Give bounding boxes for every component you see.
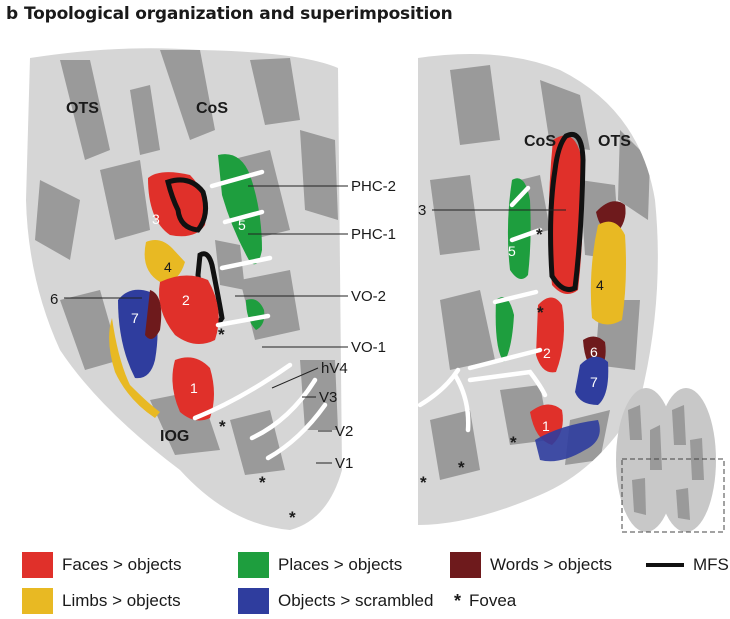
- left-faces-region-1: [172, 357, 214, 421]
- legend-item-places: Places > objects: [238, 552, 402, 578]
- right-area-boundaries: [417, 185, 548, 433]
- label-phc2: PHC-2: [351, 178, 396, 195]
- right-places-region-5b: [495, 297, 514, 362]
- legend-label-limbs: Limbs > objects: [62, 591, 181, 610]
- left-limbs-region-4b: [109, 318, 160, 418]
- right-fovea-marker: *: [420, 473, 427, 492]
- left-fovea-marker: *: [218, 325, 225, 344]
- right-hemisphere: [417, 54, 658, 525]
- objects-swatch: [238, 588, 269, 614]
- right-cos-label: CoS: [524, 133, 556, 150]
- legend-label-mfs: MFS: [693, 555, 729, 574]
- inset-brain-thumbnail: [616, 388, 725, 533]
- mfs-line-swatch: [646, 563, 684, 567]
- legend-label-objects: Objects > scrambled: [278, 591, 434, 610]
- right-cortex-surface: [418, 54, 658, 525]
- left-faces-region-2: [159, 275, 219, 344]
- legend-item-limbs: Limbs > objects: [22, 588, 181, 614]
- legend: Faces > objects Places > objects Words >…: [22, 546, 729, 616]
- label-v3: V3: [319, 389, 337, 406]
- left-cos-label: CoS: [196, 100, 228, 117]
- right-places-region-5: [507, 178, 531, 279]
- words-swatch: [450, 552, 481, 578]
- left-region-2-number: 2: [182, 292, 190, 308]
- left-words-region-6: [145, 290, 162, 339]
- right-fovea-marker: *: [537, 303, 544, 322]
- right-fovea-marker: *: [458, 458, 465, 477]
- right-region-4-number: 4: [596, 277, 604, 293]
- left-region-4-number: 4: [164, 259, 172, 275]
- right-region-3-number: 3: [418, 202, 426, 219]
- left-area-boundaries: [192, 169, 328, 461]
- right-objects-region-7b: [535, 420, 600, 462]
- label-vo2: VO-2: [351, 288, 386, 305]
- panel-letter: b: [6, 4, 18, 24]
- left-hemisphere: [26, 48, 348, 530]
- right-ots-label: OTS: [598, 133, 631, 150]
- left-fovea-marker: *: [289, 508, 296, 527]
- left-places-region-5b: [246, 299, 265, 330]
- right-mfs-outline: [548, 132, 586, 292]
- legend-item-words: Words > objects: [450, 552, 612, 578]
- left-mfs-outline-upper: [165, 177, 209, 233]
- figure-title: Topological organization and superimposi…: [23, 4, 453, 24]
- left-region-6-number: 6: [50, 291, 58, 308]
- legend-label-words: Words > objects: [490, 555, 613, 574]
- right-region-7-number: 7: [590, 374, 598, 390]
- legend-item-fovea: * Fovea: [454, 588, 516, 614]
- left-iog-label: IOG: [160, 428, 189, 445]
- left-region-3-number: 3: [152, 211, 160, 227]
- places-swatch: [238, 552, 269, 578]
- faces-swatch: [22, 552, 53, 578]
- right-region-6-number: 6: [590, 344, 598, 360]
- right-faces-region-2: [536, 297, 564, 373]
- label-vo1: VO-1: [351, 339, 386, 356]
- label-phc1: PHC-1: [351, 226, 396, 243]
- right-fovea-marker: *: [536, 225, 543, 244]
- label-v1: V1: [335, 455, 353, 472]
- right-objects-region-7: [575, 356, 609, 405]
- label-hv4: hV4: [321, 360, 348, 377]
- right-region-1-number: 1: [542, 418, 550, 434]
- brain-surface-figure: OTS CoS IOG 3 4 2 7 1 5 6 PHC-2 PHC-1 VO…: [26, 48, 725, 533]
- legend-label-places: Places > objects: [278, 555, 403, 574]
- label-v2: V2: [335, 423, 353, 440]
- right-region-2-number: 2: [543, 345, 551, 361]
- legend-item-faces: Faces > objects: [22, 552, 182, 578]
- right-faces-region-3: [548, 135, 583, 294]
- legend-item-mfs: MFS: [646, 552, 729, 578]
- left-fovea-marker: *: [259, 473, 266, 492]
- left-region-1-number: 1: [190, 380, 198, 396]
- legend-label-fovea: Fovea: [469, 591, 517, 610]
- fovea-star-symbol: *: [454, 590, 462, 611]
- legend-label-faces: Faces > objects: [62, 555, 182, 574]
- left-ots-label: OTS: [66, 100, 99, 117]
- left-leader-lines: [64, 185, 348, 464]
- right-limbs-region-4: [590, 221, 626, 325]
- right-fovea-marker: *: [510, 433, 517, 452]
- left-fovea-marker: *: [219, 417, 226, 436]
- legend-item-objects: Objects > scrambled: [238, 588, 433, 614]
- left-region-7-number: 7: [131, 310, 139, 326]
- right-region-5-number: 5: [508, 243, 516, 259]
- left-limbs-region-4: [144, 240, 185, 283]
- limbs-swatch: [22, 588, 53, 614]
- left-region-5-number: 5: [238, 217, 246, 233]
